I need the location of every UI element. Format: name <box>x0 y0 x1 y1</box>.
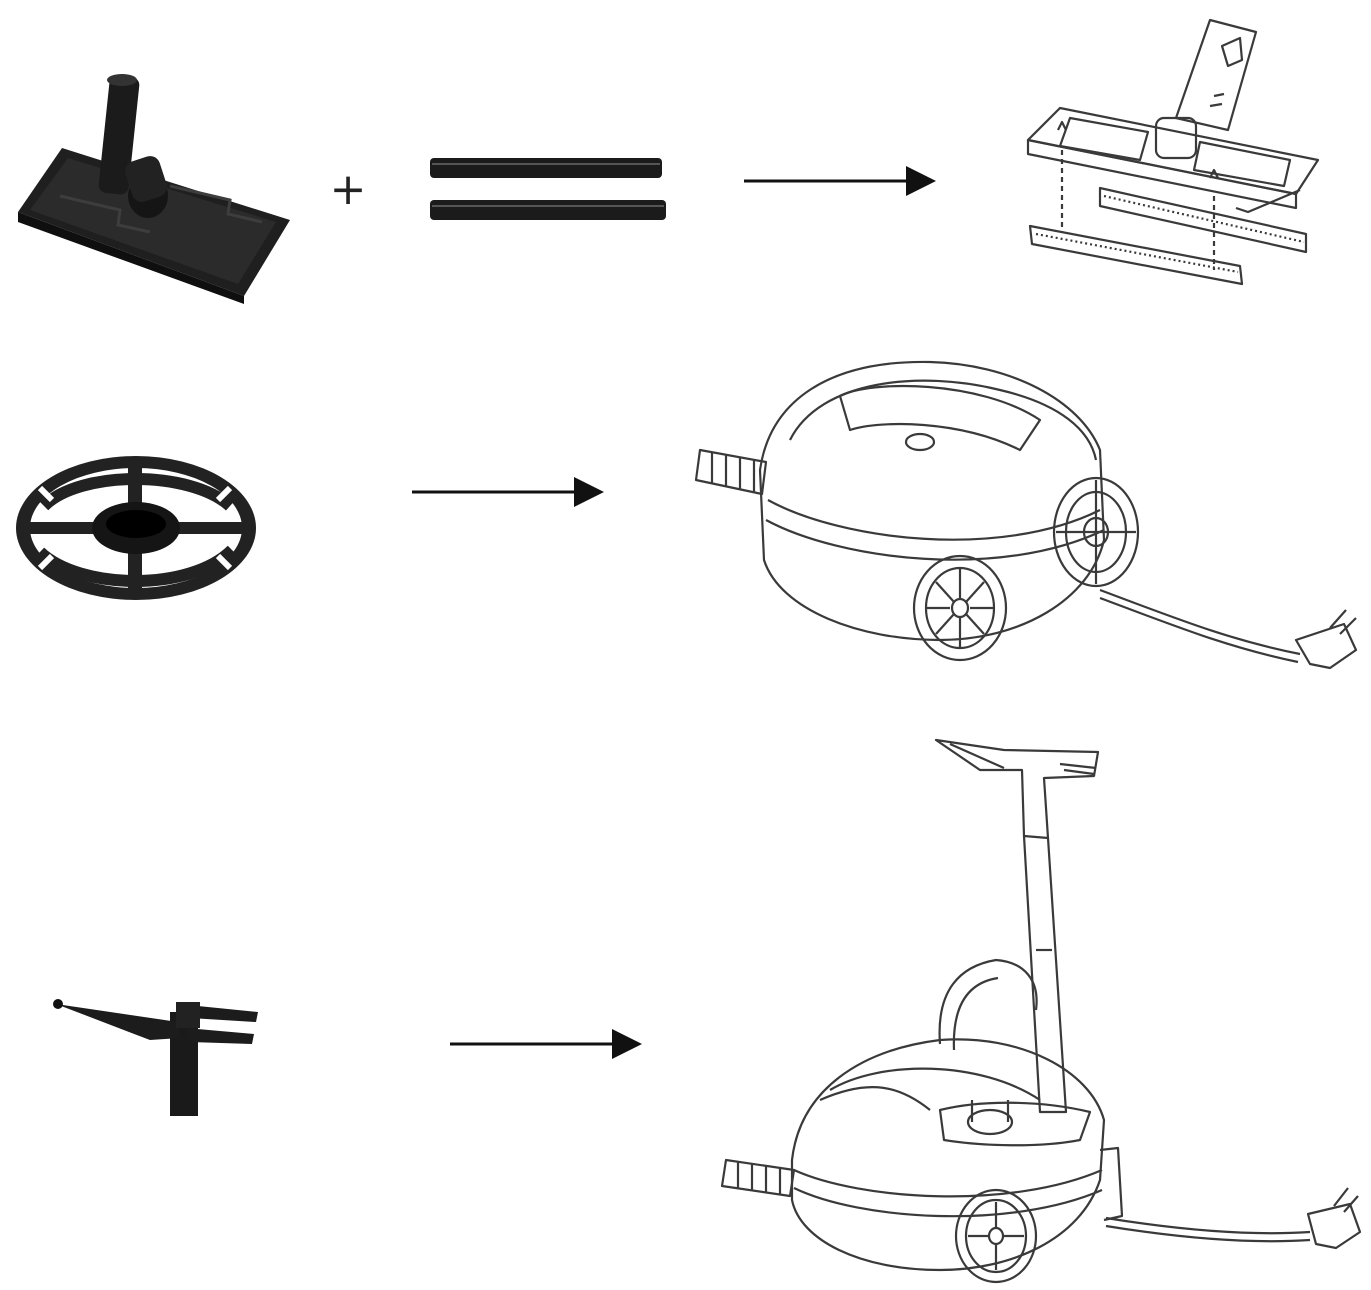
bristle-strips-icon <box>430 158 666 220</box>
steam-cleaner-reel-icon <box>694 360 1358 670</box>
plus-sign: + <box>329 164 367 215</box>
mop-head-icon <box>18 74 290 304</box>
handle-hook-icon <box>53 999 258 1116</box>
cord-reel-icon <box>16 456 256 600</box>
steam-cleaner-handle-icon <box>720 738 1362 1284</box>
mop-assembly-icon <box>1026 18 1320 286</box>
